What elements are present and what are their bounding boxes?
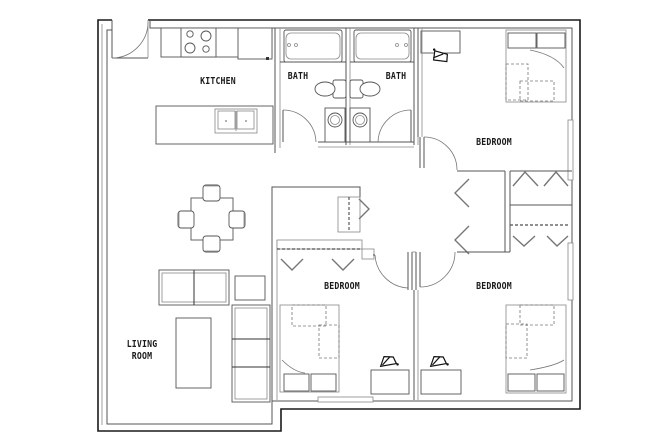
outer-walls [97,19,581,432]
refrigerator [237,27,273,60]
bathtub-right [353,29,412,63]
window [317,396,374,403]
bedroom-top-door[interactable] [419,136,458,171]
desk-chair [379,355,399,368]
hall-closet-door[interactable] [454,178,470,208]
dining-area [177,184,246,253]
desk [420,369,462,395]
entry-door[interactable] [111,20,149,59]
dining-chair [177,210,195,229]
dining-chair [202,184,221,202]
bedroom-bottom-left-door[interactable] [373,252,409,290]
room-label-bath-left: BATH [287,71,309,82]
room-label-living-room: LIVING ROOM [126,339,158,362]
stove [180,27,217,58]
kitchen [155,27,281,153]
room-label-bath-right: BATH [385,71,407,82]
dining-chair [228,210,246,229]
bedroom-bottom-left [271,186,419,403]
window [567,119,574,181]
bath-left-door[interactable] [282,109,317,143]
desk-chair [432,48,448,63]
closet-door[interactable] [280,258,304,271]
side-table [234,275,266,301]
closet-door[interactable] [331,258,355,271]
hall-closet-door[interactable] [454,225,470,255]
room-label-bedroom-bottom-left: BEDROOM [324,281,360,292]
bed [279,304,340,393]
bath-right-door[interactable] [377,109,412,143]
closet-door[interactable] [358,198,370,220]
desk [370,369,410,395]
room-label-bedroom-bottom-right: BEDROOM [476,281,512,292]
dining-chair [202,235,221,253]
kitchen-sink [214,108,258,134]
sink-left [324,107,346,143]
room-label-bedroom-top-right: BEDROOM [476,137,512,148]
desk-chair [429,355,449,368]
bed [505,304,567,394]
bedroom-bottom-right-door[interactable] [419,251,456,288]
sink-right [349,107,371,143]
closet-door[interactable] [512,170,539,187]
closet-door[interactable] [543,170,569,187]
desk [420,30,461,54]
living-area [158,269,271,403]
coffee-table [175,317,212,389]
closet-door[interactable] [546,235,569,247]
dining-table [190,197,234,241]
bathtub-left [283,29,343,63]
bedroom-bottom-right [419,211,574,395]
bed [505,29,567,103]
bedroom-top-right [417,28,574,250]
toilet-right [349,79,381,99]
sofa [231,304,271,403]
bathrooms [280,28,419,148]
closet-door[interactable] [512,235,536,247]
hallway [411,178,506,290]
room-label-kitchen: KITCHEN [200,76,236,87]
toilet-left [314,79,347,99]
sofa [158,269,230,306]
window [567,242,574,301]
